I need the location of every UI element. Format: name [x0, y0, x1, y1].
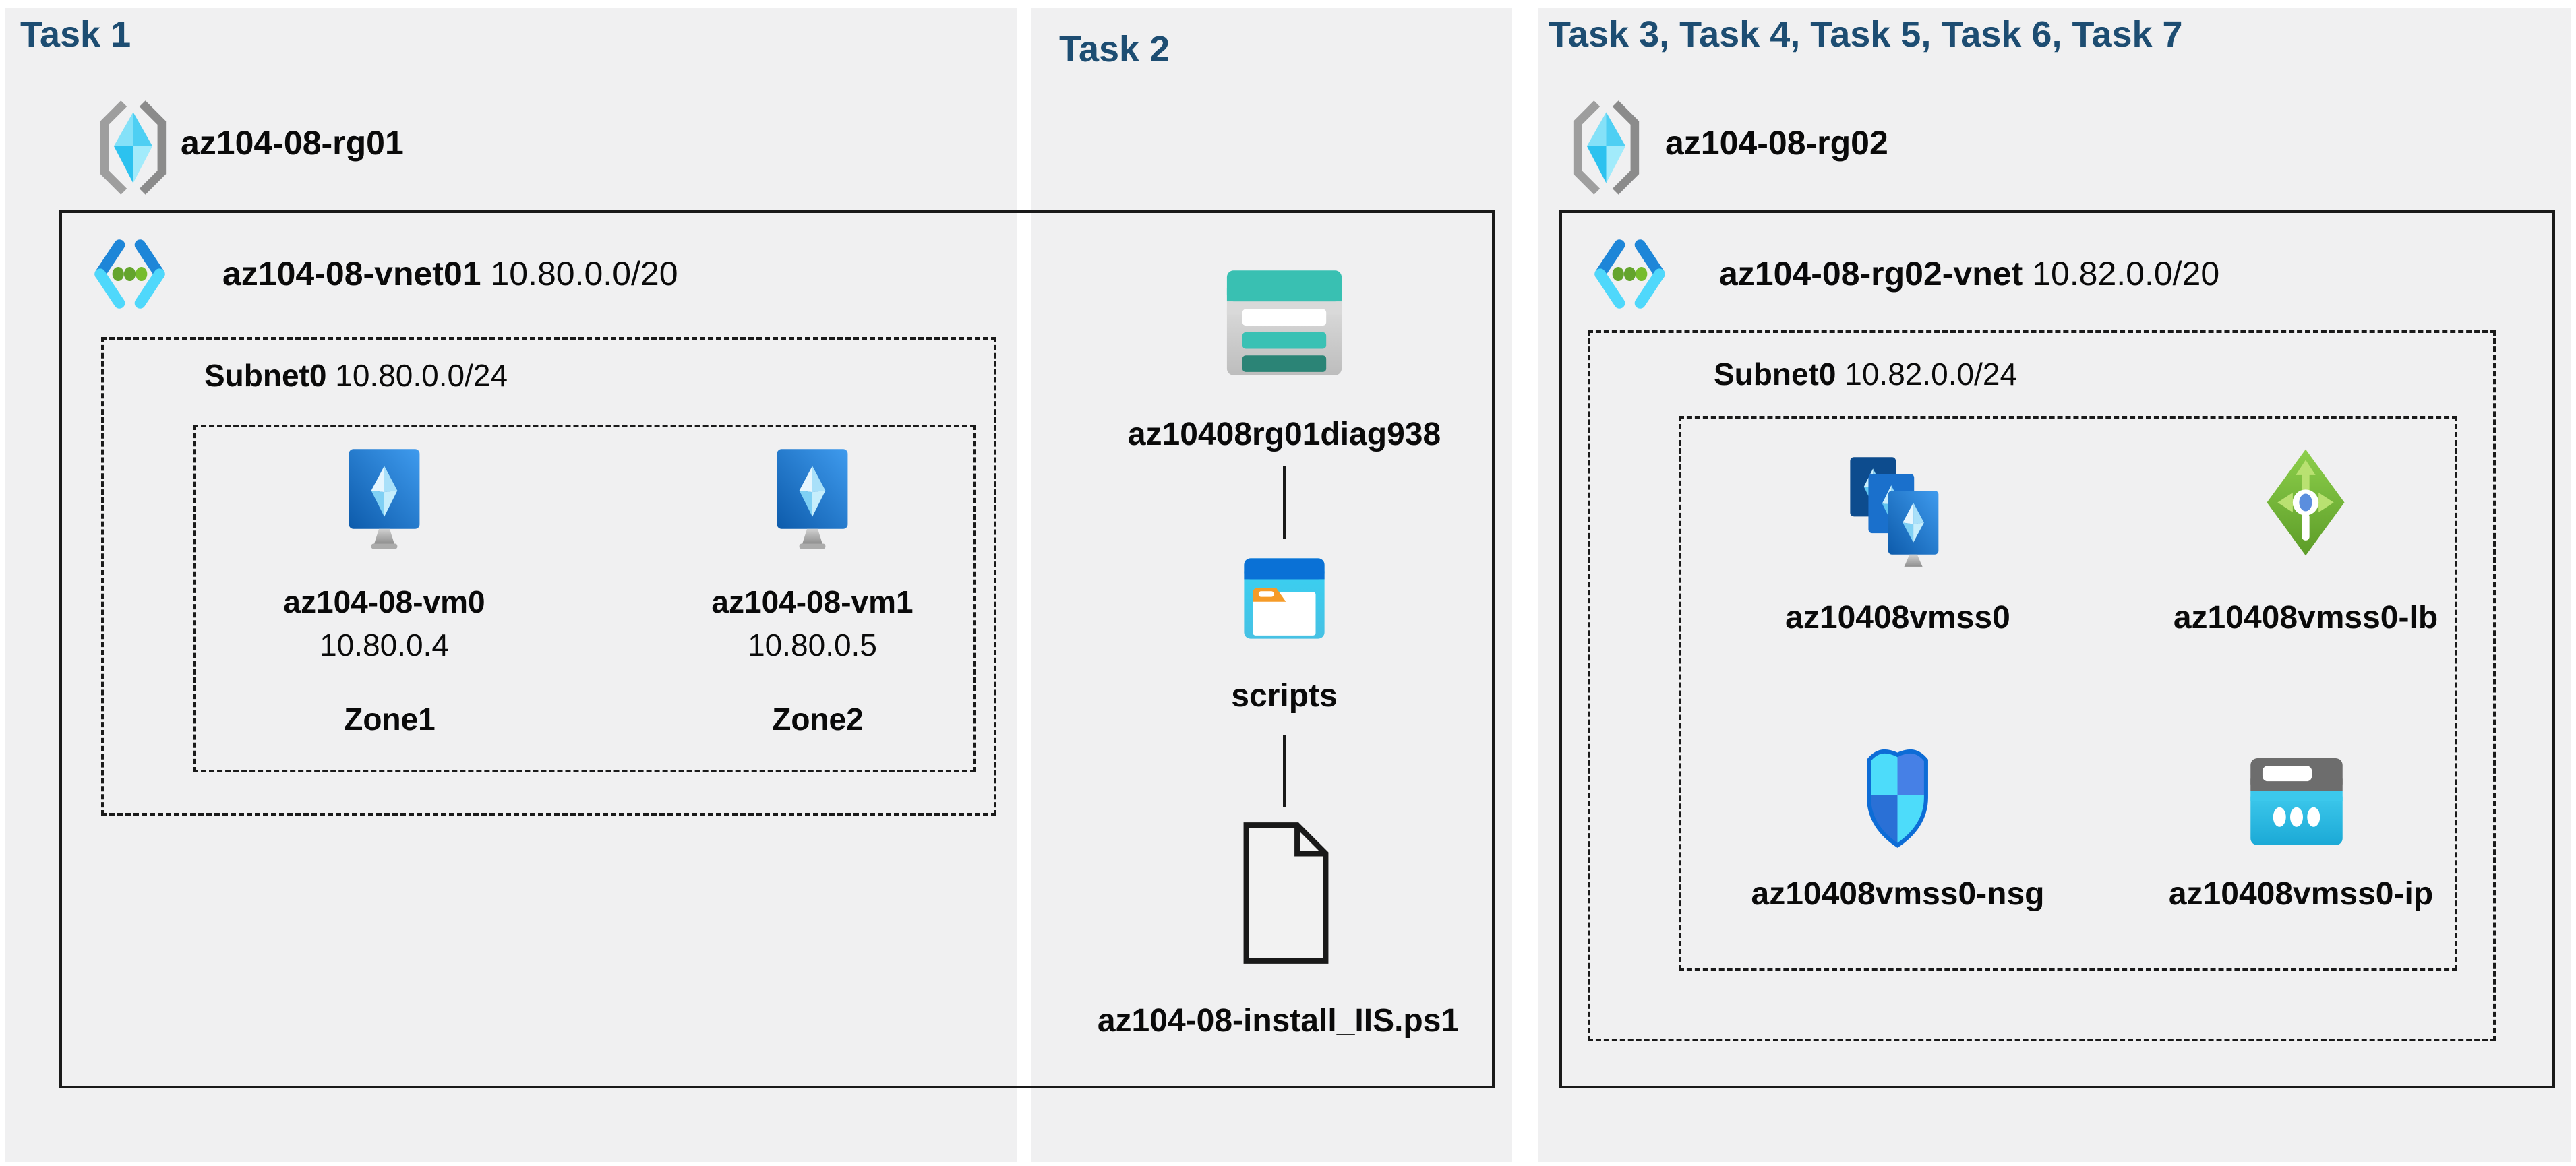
vm1-ip: 10.80.0.5: [748, 627, 877, 663]
storage-account-icon: [1224, 267, 1345, 379]
storage-account-label: az10408rg01diag938: [1127, 417, 1441, 452]
virtual-network-icon: [91, 236, 169, 312]
scripts-folder-label: scripts: [1231, 678, 1338, 714]
subnet0-box-task3: [1588, 330, 2496, 1041]
vm0-ip: 10.80.0.4: [320, 627, 449, 663]
vnet01-box: [59, 210, 1495, 1088]
vnet01-name: az104-08-vnet01: [222, 255, 481, 293]
file-document-icon: [1240, 821, 1331, 965]
vnet01-cidr: 10.80.0.0/20: [490, 255, 678, 293]
rg02-vnet-cidr: 10.82.0.0/20: [2032, 255, 2220, 293]
folder-window-icon: [1242, 557, 1326, 640]
virtual-network-icon: [1591, 236, 1669, 312]
vnet01-label: az104-08-vnet01 10.80.0.0/20: [222, 255, 678, 293]
vm1-name: az104-08-vm1: [711, 584, 913, 619]
vm-zone-box: [193, 425, 976, 772]
task2-title: Task 2: [1059, 29, 1170, 69]
install-iis-script-label: az104-08-install_IIS.ps1: [1097, 1003, 1460, 1039]
connector-line: [1283, 735, 1286, 807]
resource-group-icon: [94, 100, 172, 195]
public-ip-icon: [2245, 755, 2348, 849]
vmss-label: az10408vmss0: [1785, 600, 2010, 636]
task3-title: Task 3, Task 4, Task 5, Task 6, Task 7: [1549, 14, 2183, 55]
vm1-zone: Zone2: [772, 702, 864, 737]
load-balancer-label: az10408vmss0-lb: [2173, 600, 2438, 636]
subnet0-label-task1: Subnet0 10.80.0.0/24: [204, 358, 508, 393]
rg01-label: az104-08-rg01: [181, 124, 404, 162]
load-balancer-icon: [2264, 446, 2347, 559]
nsg-label: az10408vmss0-nsg: [1751, 876, 2045, 912]
virtual-machine-icon: [346, 448, 423, 552]
virtual-machine-icon: [774, 448, 851, 552]
subnet0-label-task3: Subnet0 10.82.0.0/24: [1714, 357, 2018, 392]
vm-scale-set-icon: [1849, 456, 1948, 567]
rg02-vnet-box: [1559, 210, 2555, 1088]
rg02-vnet-label: az104-08-rg02-vnet 10.82.0.0/20: [1719, 255, 2219, 293]
rg02-label: az104-08-rg02: [1665, 124, 1888, 162]
task1-title: Task 1: [20, 14, 131, 55]
network-security-group-icon: [1863, 741, 1931, 850]
connector-line: [1283, 466, 1286, 539]
vm0-zone: Zone1: [344, 702, 436, 737]
vmss-resources-box: [1679, 416, 2457, 971]
resource-group-icon: [1567, 100, 1645, 195]
subnet0-box-task1: [101, 337, 996, 816]
panel-task1: [5, 8, 1017, 1162]
vm0-name: az104-08-vm0: [283, 584, 485, 619]
public-ip-label: az10408vmss0-ip: [2168, 876, 2434, 912]
rg02-vnet-name: az104-08-rg02-vnet: [1719, 255, 2023, 293]
